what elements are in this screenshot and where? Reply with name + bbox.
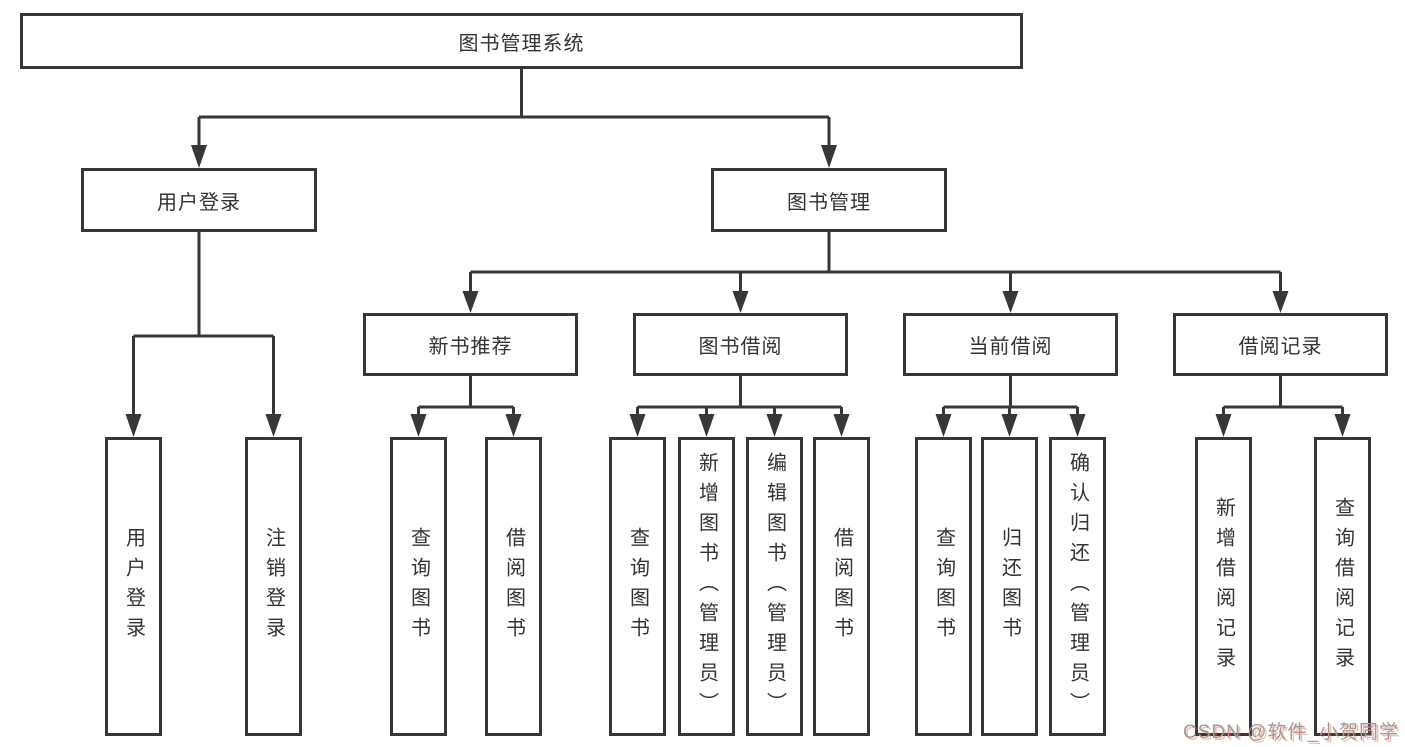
node-book-borrowing-label: 图书借阅	[698, 336, 783, 358]
node-bb-add-books-admin-label: 新增图书（管理员）	[695, 451, 718, 722]
node-cb-return-books: 归还图书	[981, 437, 1038, 736]
node-user-login-label: 用户登录	[157, 191, 241, 214]
node-br-add-record-label: 新增借阅记录	[1212, 496, 1235, 677]
node-br-query-record-label: 查询借阅记录	[1331, 496, 1354, 677]
node-bb-query-books-label: 查询图书	[626, 526, 649, 647]
node-cb-confirm-return-admin: 确认归还（管理员）	[1049, 437, 1106, 736]
node-cb-query-books-label: 查询图书	[932, 526, 955, 647]
node-rec-borrow-books: 借阅图书	[485, 437, 542, 736]
node-rec-query-books-label: 查询图书	[407, 526, 430, 647]
node-rec-borrow-books-label: 借阅图书	[502, 526, 525, 647]
node-bb-query-books: 查询图书	[609, 437, 666, 736]
node-root: 图书管理系统	[20, 13, 1023, 69]
node-bb-edit-books-admin-label: 编辑图书（管理员）	[763, 451, 786, 722]
node-bb-borrow-books: 借阅图书	[813, 437, 870, 736]
node-logout: 注销登录	[245, 437, 302, 736]
node-login: 用户登录	[105, 437, 162, 736]
watermark: CSDN @软件_小贺同学	[1183, 722, 1399, 743]
node-cb-query-books: 查询图书	[915, 437, 972, 736]
node-cb-confirm-return-admin-label: 确认归还（管理员）	[1066, 451, 1089, 722]
node-bb-borrow-books-label: 借阅图书	[830, 526, 853, 647]
node-rec-query-books: 查询图书	[390, 437, 447, 736]
node-current-borrowing-label: 当前借阅	[968, 336, 1053, 358]
node-user-login: 用户登录	[81, 168, 317, 232]
node-book-borrowing: 图书借阅	[633, 313, 848, 376]
node-new-book-recommend: 新书推荐	[363, 313, 578, 376]
node-br-add-record: 新增借阅记录	[1195, 437, 1252, 736]
node-login-label: 用户登录	[122, 526, 145, 647]
node-bb-add-books-admin: 新增图书（管理员）	[678, 437, 735, 736]
node-book-management: 图书管理	[711, 168, 947, 232]
node-book-management-label: 图书管理	[787, 191, 871, 214]
node-logout-label: 注销登录	[262, 526, 285, 647]
node-current-borrowing: 当前借阅	[903, 313, 1118, 376]
node-new-book-recommend-label: 新书推荐	[428, 336, 513, 358]
node-bb-edit-books-admin: 编辑图书（管理员）	[746, 437, 803, 736]
node-root-label: 图书管理系统	[458, 32, 585, 55]
node-cb-return-books-label: 归还图书	[998, 526, 1021, 647]
node-borrowing-records: 借阅记录	[1173, 313, 1388, 376]
node-borrowing-records-label: 借阅记录	[1238, 336, 1323, 358]
node-br-query-record: 查询借阅记录	[1314, 437, 1371, 736]
